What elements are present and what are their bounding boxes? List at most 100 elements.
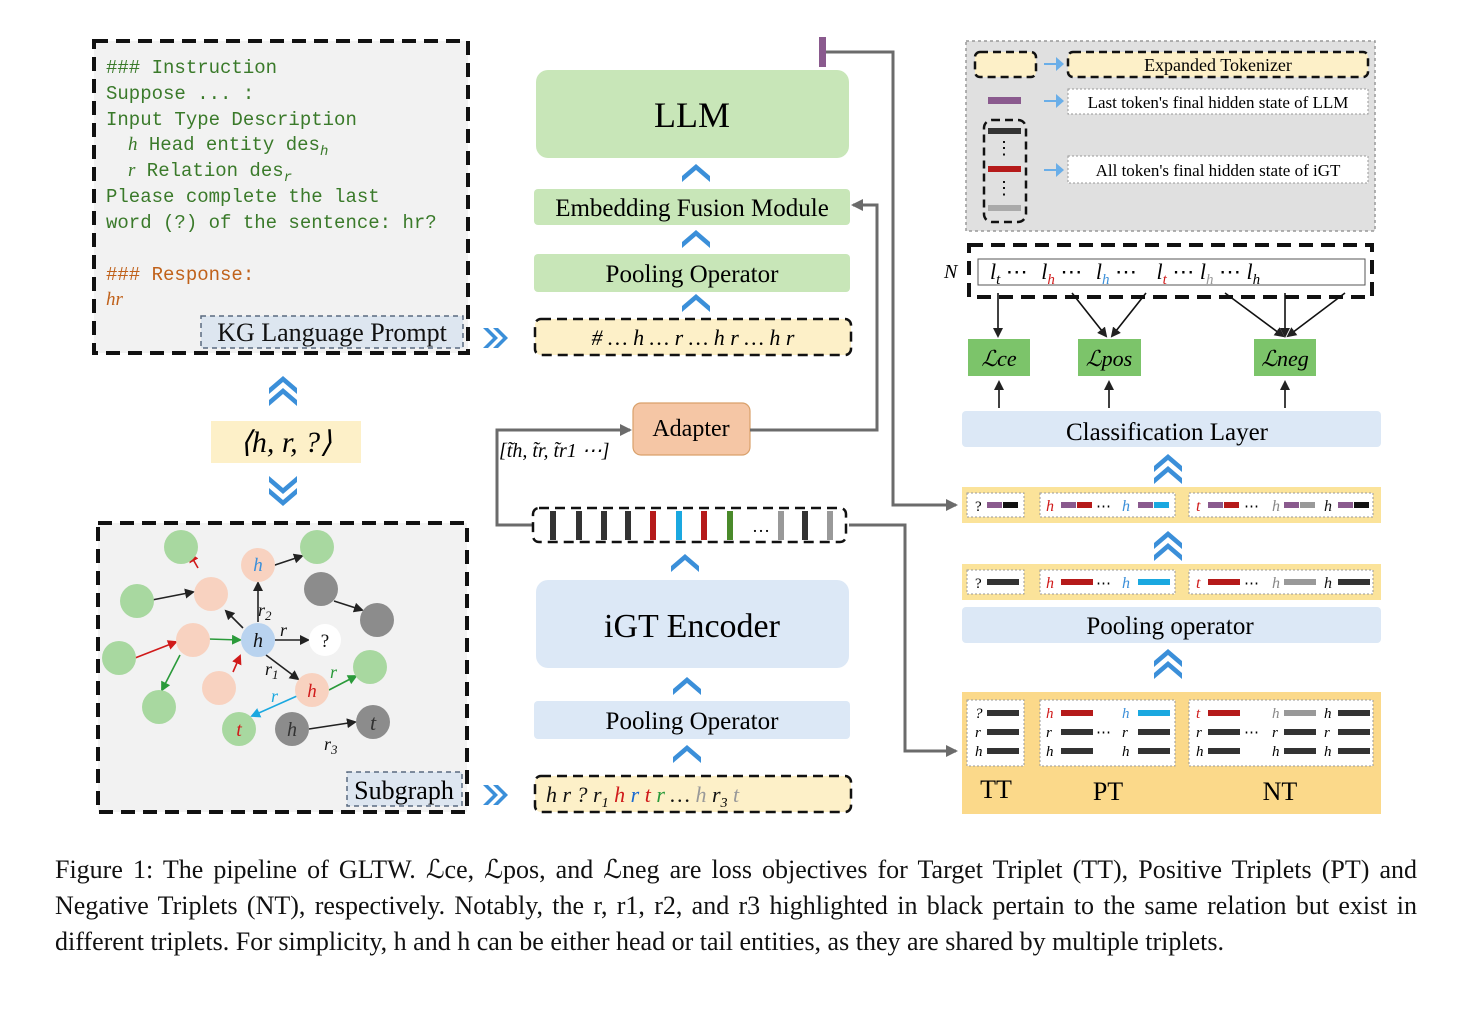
svg-text:r: r — [271, 686, 279, 706]
node — [300, 530, 334, 564]
adapter-to-fusion-arrow — [750, 199, 879, 432]
node — [142, 690, 176, 724]
svg-text:r: r — [330, 662, 338, 682]
subgraph-label: Subgraph — [354, 776, 454, 805]
svg-text:h: h — [287, 719, 297, 741]
svg-text:⋮: ⋮ — [995, 138, 1013, 158]
svg-text:t: t — [1196, 706, 1201, 722]
triplet-groups-box: ? r h h h r ⋯ r h h t h h r ⋯ r r h h h … — [962, 692, 1381, 814]
legend-box: Expanded Tokenizer Last token's final hi… — [965, 40, 1376, 232]
up-chevron-icon — [1154, 531, 1182, 561]
prompt-line-please: Please complete the last — [106, 186, 380, 208]
hidden-to-adapter-arrow — [495, 424, 632, 527]
up-chevron-icon — [682, 294, 710, 312]
svg-text:⋯: ⋯ — [1244, 499, 1259, 515]
loss-neg: ℒneg — [1261, 346, 1309, 371]
group-tt-label: TT — [980, 775, 1012, 804]
up-chevron-icon — [1154, 454, 1182, 484]
classification-label: Classification Layer — [1066, 419, 1269, 446]
edge — [161, 654, 181, 692]
llm-tokens: # … h … r … h r … h r — [592, 325, 795, 350]
svg-text:h: h — [1122, 575, 1130, 592]
edge — [207, 634, 242, 645]
svg-text:h: h — [253, 630, 263, 652]
node — [194, 577, 228, 611]
svg-text:h: h — [1196, 744, 1204, 760]
pooling-operator-bottom: Pooling Operator — [534, 701, 850, 739]
svg-text:h: h — [1046, 706, 1054, 722]
pooling-top-label: Pooling Operator — [606, 261, 780, 288]
node — [360, 603, 394, 637]
svg-text:h: h — [1046, 744, 1054, 760]
svg-text:r: r — [1196, 725, 1202, 741]
svg-text:h: h — [1122, 706, 1130, 722]
svg-text:h: h — [1046, 498, 1054, 515]
loss-neg-box: ℒneg — [1254, 339, 1316, 376]
legend-last-token: Last token's final hidden state of LLM — [1088, 93, 1349, 112]
subgraph-to-tokens-arrow — [483, 785, 508, 805]
edge — [224, 609, 244, 629]
igt-encoder-box: iGT Encoder — [536, 580, 849, 668]
svg-text:?: ? — [975, 499, 982, 515]
loss-ce: ℒce — [981, 346, 1017, 371]
prompt-line-instruction: ### Instruction — [106, 57, 277, 79]
svg-text:r: r — [280, 620, 288, 640]
svg-text:h: h — [1272, 575, 1280, 592]
svg-text:?: ? — [975, 706, 983, 722]
svg-text:⋯: ⋯ — [1096, 725, 1111, 741]
edge — [134, 640, 178, 659]
igt-tokens: h r ? r1 h r t r … h r3 t — [546, 782, 740, 811]
prompt-line-response: ### Response: — [106, 264, 254, 286]
pooled-features-row: ? h ⋯ h t ⋯ h h — [962, 564, 1381, 600]
svg-text:⋯: ⋯ — [1244, 725, 1259, 741]
prompt-line-word: word (?) of the sentence: hr? — [106, 212, 437, 234]
edge — [271, 553, 304, 567]
llm-label: LLM — [654, 95, 730, 135]
svg-text:h: h — [1122, 498, 1130, 515]
svg-text:h: h — [253, 555, 263, 576]
query-triplet-label: ⟨h, r, ?⟩ — [240, 426, 332, 459]
edge — [250, 695, 298, 718]
legend-all-token: All token's final hidden state of iGT — [1096, 161, 1341, 180]
up-chevron-icon — [682, 230, 710, 248]
svg-text:?: ? — [321, 631, 329, 652]
svg-text:h: h — [1122, 744, 1130, 760]
figure-caption: Figure 1: The pipeline of GLTW. ℒce, ℒpo… — [55, 855, 1417, 956]
edge — [308, 718, 357, 730]
prompt-label: KG Language Prompt — [217, 318, 447, 347]
node — [241, 548, 275, 582]
igt-encoder-label: iGT Encoder — [604, 608, 781, 645]
down-chevron-icon — [269, 476, 297, 506]
svg-text:h: h — [1272, 498, 1280, 515]
igt-hidden-states-row: … — [531, 506, 848, 544]
svg-text:t: t — [236, 719, 242, 741]
prompt-line-relation: r Relation desr — [128, 160, 292, 186]
svg-text:h: h — [1272, 744, 1280, 760]
llm-token-row: # … h … r … h r … h r — [533, 317, 853, 357]
node — [309, 624, 341, 656]
svg-text:⋯: ⋯ — [1096, 576, 1111, 592]
node — [222, 712, 256, 746]
svg-text:h: h — [1324, 498, 1332, 515]
node — [304, 572, 338, 606]
legend-expanded-tokenizer: Expanded Tokenizer — [1144, 55, 1292, 75]
svg-text:⋯: ⋯ — [1244, 576, 1259, 592]
up-chevron-icon — [682, 164, 710, 182]
svg-text:…: … — [752, 516, 770, 536]
edge — [265, 654, 300, 681]
svg-text:r: r — [1122, 725, 1128, 741]
svg-text:h: h — [1272, 706, 1280, 722]
igt-to-triplets-arrow — [849, 523, 958, 757]
fused-features-row: ? h ⋯ h t ⋯ h h — [962, 487, 1381, 523]
svg-text:?: ? — [975, 576, 982, 592]
llm-to-classifier-arrow — [826, 50, 958, 511]
node — [202, 671, 236, 705]
prompt-line-header: Input Type Description — [106, 109, 357, 131]
group-pt-label: PT — [1093, 777, 1123, 806]
node — [353, 650, 387, 684]
svg-text:t: t — [370, 710, 377, 735]
llm-box: LLM — [536, 70, 849, 158]
svg-text:h: h — [1324, 706, 1332, 722]
svg-text:r: r — [1272, 725, 1278, 741]
